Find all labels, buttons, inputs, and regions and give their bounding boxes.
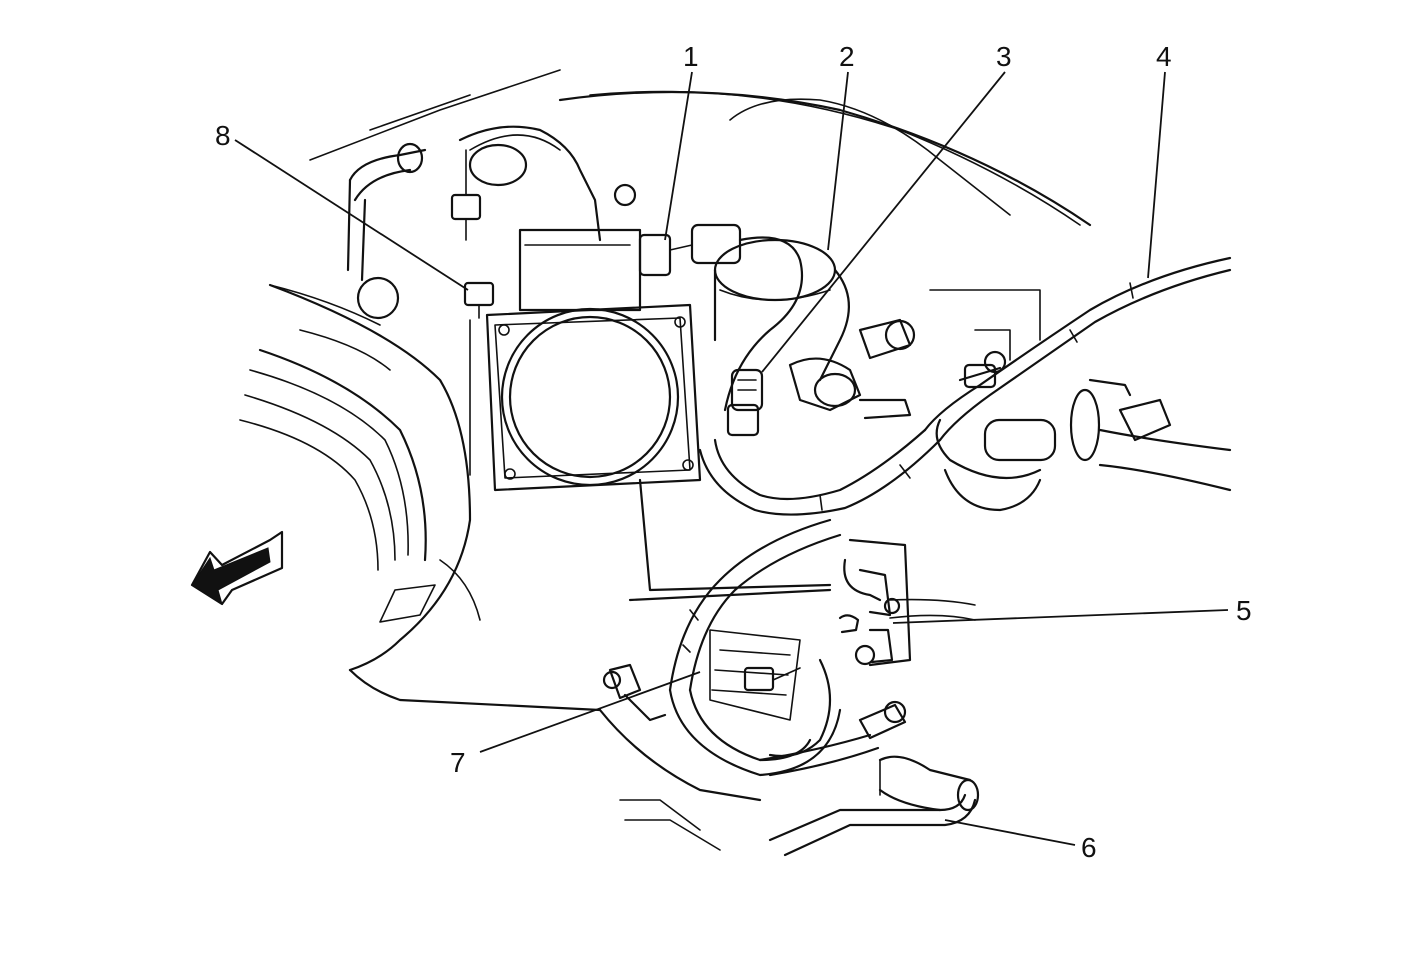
leader-8: [234, 139, 469, 291]
leader-4: [1147, 71, 1166, 279]
right-hose: [935, 378, 1232, 512]
leader-2: [827, 71, 849, 251]
callout-2: 2: [839, 41, 855, 72]
pipe: [768, 755, 980, 857]
leader-7: [479, 671, 701, 753]
callout-8: 8: [215, 120, 231, 151]
arrow-icon: [190, 530, 284, 606]
lower-assembly: [628, 518, 842, 777]
callout-7: 7: [450, 747, 466, 778]
throttle-body: [485, 303, 832, 592]
canister: [713, 238, 916, 420]
leader-6: [944, 819, 1076, 846]
throttle-housing: [346, 125, 642, 476]
leader-1: [664, 71, 693, 241]
callout-3: 3: [996, 41, 1012, 72]
fittings: [602, 663, 907, 777]
sensor: [726, 368, 764, 437]
callout-4: 4: [1156, 41, 1172, 72]
valve-bracket: [838, 538, 976, 667]
intake-plenum: [239, 283, 762, 851]
wire-harness: [698, 256, 1232, 516]
leader-lines: [234, 71, 1229, 846]
callout-labels: 1 2 3 4 5 6 7 8: [215, 41, 1252, 863]
callout-1: 1: [683, 41, 699, 72]
leader-3: [761, 71, 1006, 373]
callout-5: 5: [1236, 595, 1252, 626]
hood-outline: [269, 69, 1092, 361]
leader-5: [892, 609, 1229, 624]
callout-6: 6: [1081, 832, 1097, 863]
